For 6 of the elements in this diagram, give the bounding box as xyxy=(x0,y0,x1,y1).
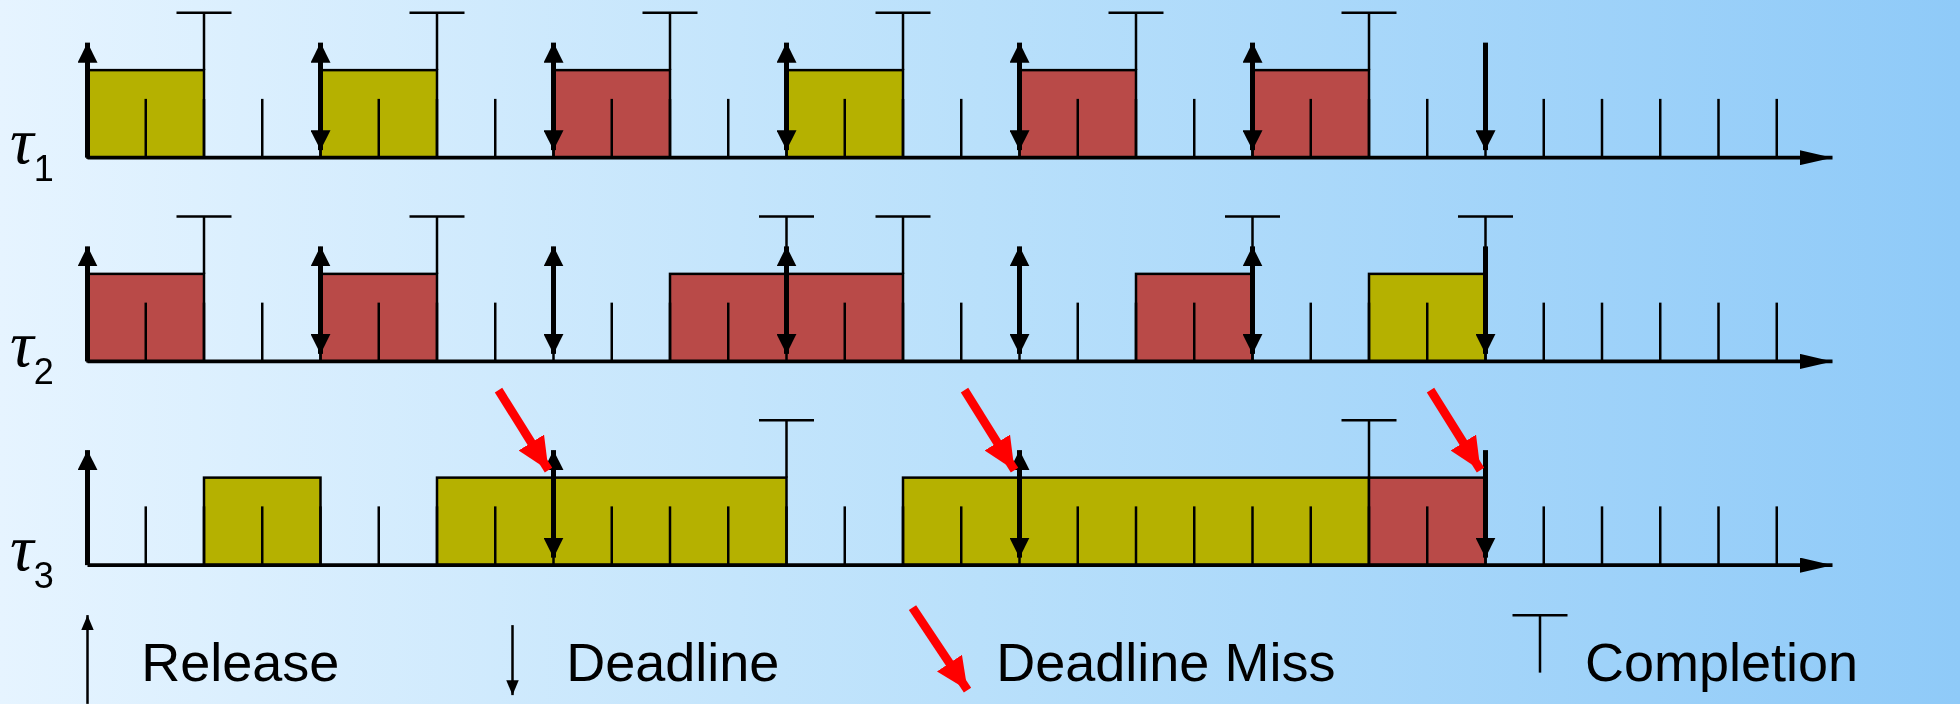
task-label: τ$_{3}$ xyxy=(10,515,54,594)
task-label: τ$_{1}$ xyxy=(10,107,54,187)
legend-label: Deadline xyxy=(566,635,780,689)
task-label: τ$_{2}$ xyxy=(10,311,54,391)
legend-label: Release xyxy=(141,635,340,689)
legend-label: Deadline Miss xyxy=(996,635,1336,689)
